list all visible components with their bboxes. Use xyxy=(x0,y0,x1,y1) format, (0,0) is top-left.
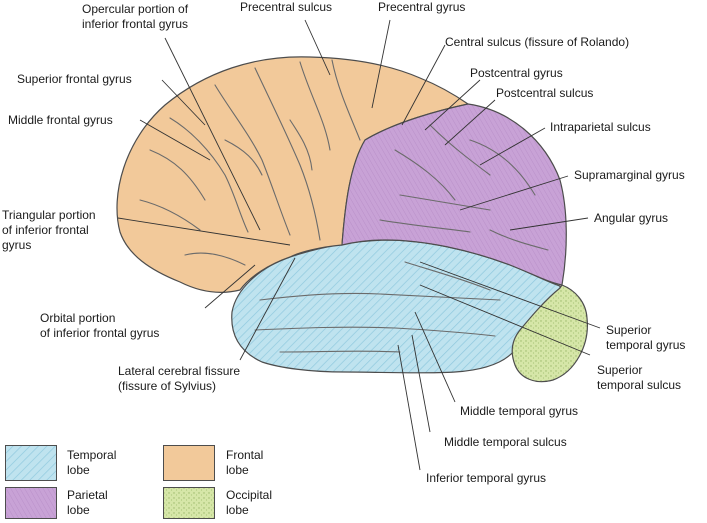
label-postcentral-gyrus: Postcentral gyrus xyxy=(470,66,563,80)
legend-label-temporal: Temporal lobe xyxy=(67,448,117,477)
label-superior-frontal-gyrus: Superior frontal gyrus xyxy=(17,72,132,86)
legend-swatch-parietal xyxy=(5,487,57,519)
label-middle-frontal-gyrus: Middle frontal gyrus xyxy=(8,113,113,127)
legend-swatch-temporal xyxy=(5,445,57,481)
label-superior-temporal-sulcus: Superior temporal sulcus xyxy=(597,363,682,392)
label-lateral-cerebral-fissure: Lateral cerebral fissure (fissure of Syl… xyxy=(118,364,241,393)
occipital-lobe xyxy=(511,284,588,383)
label-precentral-sulcus: Precentral sulcus xyxy=(240,0,333,14)
label-precentral-gyrus: Precentral gyrus xyxy=(378,0,466,14)
parietal-lobe xyxy=(341,103,567,286)
label-orbital-portion: Orbital portion of inferior frontal gyru… xyxy=(40,311,160,340)
label-intraparietal-sulcus: Intraparietal sulcus xyxy=(550,120,651,134)
label-supramarginal-gyrus: Supramarginal gyrus xyxy=(574,168,685,182)
label-middle-temporal-sulcus: Middle temporal sulcus xyxy=(444,435,567,449)
label-postcentral-sulcus: Postcentral sulcus xyxy=(496,86,594,100)
legend-label-occipital: Occipital lobe xyxy=(226,488,273,517)
leader-lines xyxy=(117,19,601,471)
label-opercular-portion: Opercular portion of inferior frontal gy… xyxy=(82,2,189,31)
legend-label-frontal: Frontal lobe xyxy=(226,448,264,477)
legend-label-parietal: Parietal lobe xyxy=(67,488,108,517)
legend-swatch-occipital xyxy=(163,487,215,519)
label-middle-temporal-gyrus: Middle temporal gyrus xyxy=(460,404,579,418)
label-superior-temporal-gyrus: Superior temporal gyrus xyxy=(606,323,686,352)
label-triangular-portion: Triangular portion of inferior frontal g… xyxy=(2,208,96,252)
label-central-sulcus: Central sulcus (fissure of Rolando) xyxy=(445,35,630,49)
legend-swatch-frontal xyxy=(163,445,215,481)
label-inferior-temporal-gyrus: Inferior temporal gyrus xyxy=(426,471,547,485)
sulci xyxy=(139,59,549,353)
label-angular-gyrus: Angular gyrus xyxy=(594,211,669,225)
